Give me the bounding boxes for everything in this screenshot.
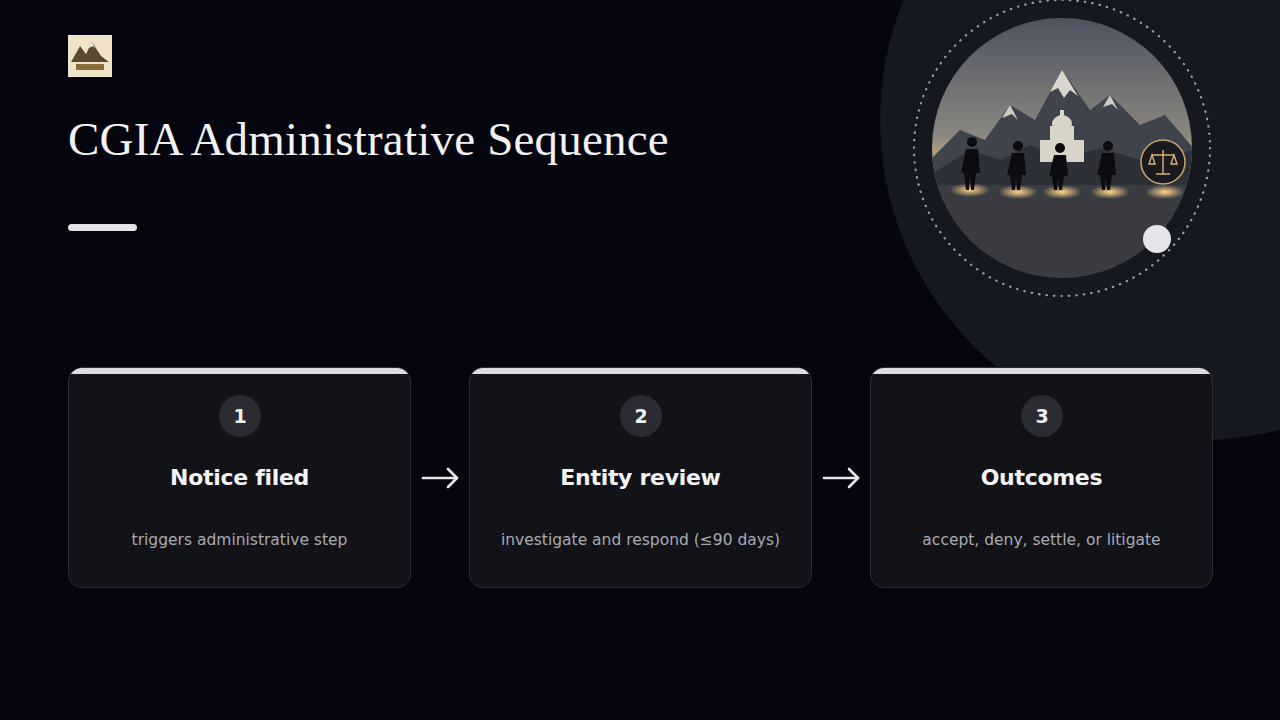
card-description: investigate and respond (≤90 days) [480,531,801,549]
process-card: Entity review investigate and respond (≤9… [469,367,812,588]
arrow-shaft [824,477,858,480]
step-number: 3 [1035,405,1048,427]
flow-arrow [423,469,457,487]
accent-dot [1143,225,1171,253]
step-number: 2 [634,405,647,427]
slide-title: CGIA Administrative Sequence [68,112,669,166]
step-number-circle: 2 [620,395,662,437]
card-description: accept, deny, settle, or litigate [881,531,1202,549]
step-number-circle: 1 [219,395,261,437]
step-number: 1 [233,405,246,427]
flow-arrow [824,469,858,487]
card-top-strip [69,368,410,374]
arrow-shaft [423,477,457,480]
logo [68,35,112,77]
card-heading: Outcomes [881,465,1202,490]
arrow-head [849,469,858,487]
arrow-head [448,469,457,487]
step-number-circle: 3 [1021,395,1063,437]
card-heading: Notice filed [79,465,400,490]
card-heading: Entity review [480,465,801,490]
process-card: Outcomes accept, deny, settle, or litigat… [870,367,1213,588]
card-top-strip [470,368,811,374]
process-card: Notice filed triggers administrative step… [68,367,411,588]
card-top-strip [871,368,1212,374]
dotted-ring [914,0,1210,296]
illustration [930,16,1195,285]
title-underline [68,224,137,231]
card-description: triggers administrative step [79,531,400,549]
